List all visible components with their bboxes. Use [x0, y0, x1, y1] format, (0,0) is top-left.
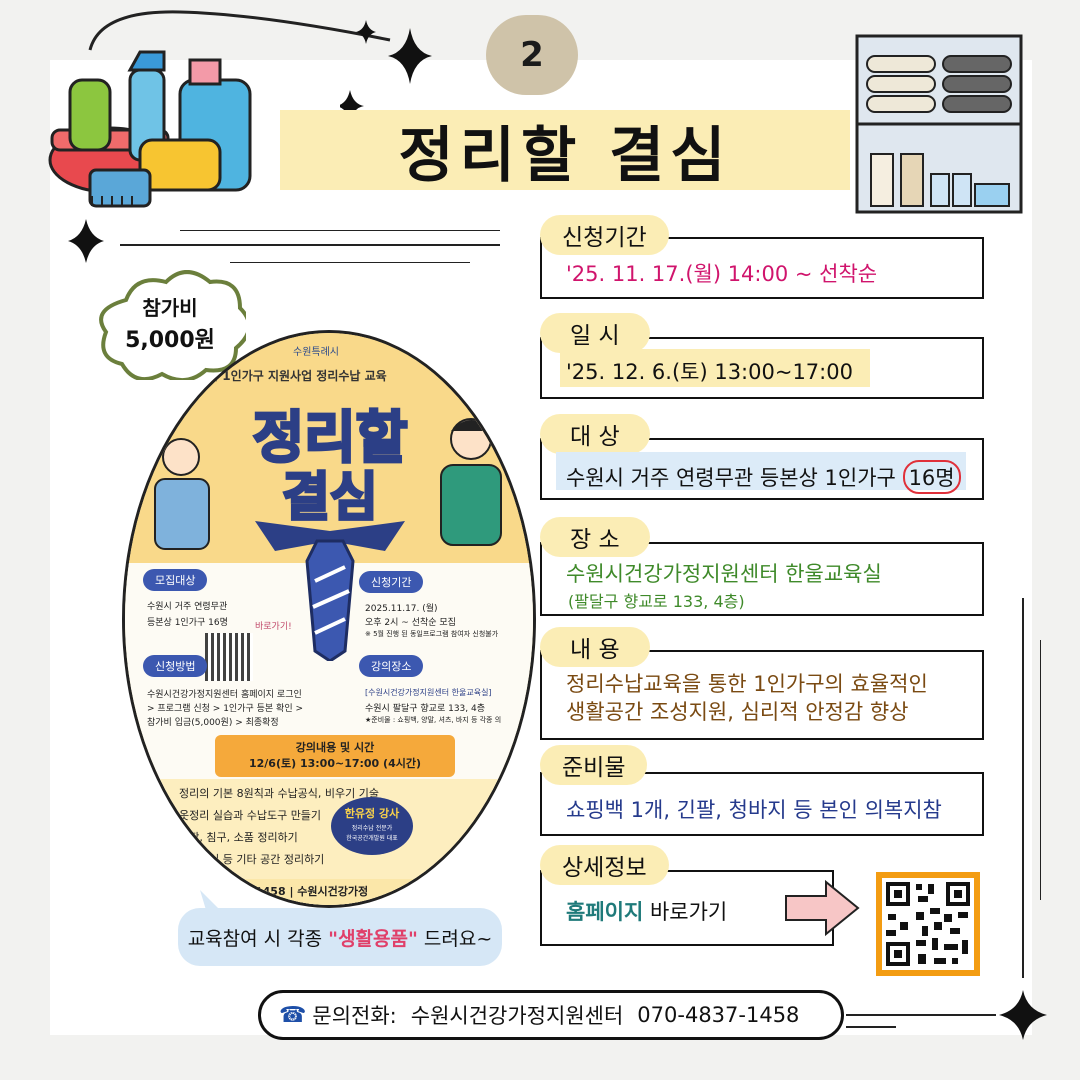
homepage-link[interactable]: 홈페이지 [566, 900, 644, 924]
materials-label: 준비물 [540, 745, 648, 785]
sparkle-icon-bottom [999, 990, 1047, 1040]
poster-item-2: 옷정리 실습과 수납도구 만들기 [179, 809, 322, 822]
contact-phone[interactable]: 070-4837-1458 [637, 1003, 800, 1027]
poster-schedule-box [215, 735, 455, 777]
poster-place-text-1: [수원시건강가정지원센터 한울교육실] [365, 688, 492, 697]
poster-place-label: 강의장소 [359, 655, 424, 677]
target-value: 수원시 거주 연령무관 등본상 1인가구 16명 [566, 460, 961, 494]
cleaner-woman-icon [440, 418, 502, 546]
poster-schedule-time: 12/6(토) 13:00~17:00 (4시간) [248, 757, 421, 770]
poster-preview: 수원특례시 수원시 1인가구 지원사업 정리수납 교육 정리할 결심 모집대상 … [122, 330, 536, 908]
contact-bar: ☎ 문의전화: 수원시건강가정지원센터 070-4837-1458 [258, 990, 844, 1040]
details-value[interactable]: 홈페이지 바로가기 [566, 896, 727, 926]
poster-schedule-title: 강의내용 및 시간 [295, 741, 375, 754]
poster-place-text-2: 수원시 팔달구 향교로 133, 4층 [365, 704, 486, 714]
page-number: 2 [486, 15, 578, 95]
poster-place-text-3: ★준비물 : 쇼핑백, 양말, 셔츠, 바지 등 각종 의 [365, 716, 502, 724]
divider [120, 244, 500, 246]
poster-qr-label: 바로가기! [255, 622, 292, 632]
storage-shelf-icon [855, 34, 1023, 214]
divider [846, 1014, 996, 1016]
arrow-right-icon [785, 879, 860, 937]
divider [230, 262, 470, 263]
poster-item-4: 욕실 등 기타 공간 정리하기 [199, 853, 325, 866]
apply-period-value: '25. 11. 17.(월) 14:00 ~ 선착순 [566, 262, 878, 286]
qr-code[interactable] [882, 878, 974, 970]
poster-banner: 수원시 1인가구 지원사업 정리수납 교육 [185, 369, 387, 383]
poster-period-label: 신청기간 [359, 571, 424, 593]
sparkle-icon-left [68, 219, 104, 263]
poster-title-1: 정리할 [251, 405, 409, 473]
poster-footer-bg [125, 879, 533, 905]
tie-icon [255, 521, 405, 661]
poster-method-label: 신청방법 [143, 655, 208, 677]
gift-notice-bubble: 교육참여 시 각종 "생활용품" 드려요~ [178, 908, 502, 966]
poster-method-text-2: > 프로그램 신청 > 1인가구 등본 확인 > [147, 704, 304, 714]
divider-vertical [1022, 598, 1024, 978]
homepage-link-suffix: 바로가기 [649, 900, 728, 924]
datetime-value: '25. 12. 6.(토) 13:00~17:00 [566, 360, 853, 384]
page-title: 정리할 결심 [398, 120, 732, 191]
content-label: 내 용 [540, 627, 650, 667]
content-line-1: 정리수납교육을 통한 1인가구의 효율적인 [566, 672, 928, 696]
poster-footer: 1458 | 수원시건강가정 [255, 885, 369, 898]
datetime-label: 일 시 [540, 313, 650, 353]
datetime-highlight [560, 349, 870, 387]
poster-method-text-3: 참가비 입금(5,000원) > 최종확정 [147, 718, 279, 728]
materials-value: 쇼핑백 1개, 긴팔, 청바지 등 본인 의복지참 [566, 798, 942, 822]
place-sub: (팔달구 향교로 133, 4층) [568, 592, 745, 611]
poster-instructor-role-2: 한국공간개발원 대표 [346, 835, 398, 842]
contact-org: 수원시건강가정지원센터 [410, 1004, 624, 1028]
target-value-count: 16명 [902, 460, 961, 494]
poster-instructor: 한유정 강사 [344, 807, 400, 820]
divider [846, 1026, 896, 1028]
poster-item-3: 서랍장, 침구, 소품 정리하기 [169, 831, 298, 844]
divider [180, 230, 500, 231]
details-label: 상세정보 [540, 845, 669, 885]
decorative-curve [88, 10, 391, 51]
divider-vertical [1040, 640, 1041, 900]
content-line-2: 생활공간 조성지원, 심리적 안정감 향상 [566, 700, 909, 724]
poster-period-text-1: 2025.11.17. (월) [365, 604, 438, 614]
poster-org: 수원특례시 [293, 347, 339, 358]
poster-recruit-label: 모집대상 [143, 569, 208, 591]
gift-notice-highlight: "생활용품" [328, 927, 418, 950]
place-label: 장 소 [540, 517, 650, 557]
phone-icon: ☎ [279, 1002, 307, 1028]
target-highlight [556, 452, 966, 490]
apply-period-label: 신청기간 [540, 215, 669, 255]
poster-recruit-text-1: 수원시 거주 연령무관 [147, 602, 228, 612]
bubble-tail [200, 890, 220, 910]
place-value: 수원시건강가정지원센터 한울교육실 [566, 562, 882, 586]
fee-label: 참가비 [142, 296, 198, 320]
poster-period-text-3: ※ 5월 진행 된 동일프로그램 참여자 신청불가 [365, 630, 499, 638]
cleaner-man-icon [154, 438, 210, 550]
poster-period-text-2: 오후 2시 ~ 선착순 모집 [365, 618, 456, 628]
poster-item-1: 정리의 기본 8원칙과 수납공식, 비우기 기술 [179, 787, 380, 800]
target-value-main: 수원시 거주 연령무관 등본상 1인가구 [566, 466, 896, 490]
contact-label: 문의전화: [312, 1004, 397, 1028]
poster-instructor-role-1: 정리수납 전문가 [351, 825, 393, 832]
target-label: 대 상 [540, 414, 650, 454]
gift-notice-suffix: 드려요~ [417, 927, 493, 950]
sparkle-icon [340, 20, 432, 122]
poster-recruit-text-2: 등본상 1인가구 16명 [147, 618, 228, 628]
poster-instructor-badge [331, 797, 413, 855]
poster-method-text-1: 수원시건강가정지원센터 홈페이지 로그인 [147, 690, 302, 700]
cleaning-supplies-icon [48, 50, 252, 208]
poster-qr-code [205, 633, 253, 681]
title-highlight [280, 110, 850, 190]
gift-notice-prefix: 교육참여 시 각종 [187, 927, 329, 950]
poster-title-2: 결심 [281, 467, 380, 530]
